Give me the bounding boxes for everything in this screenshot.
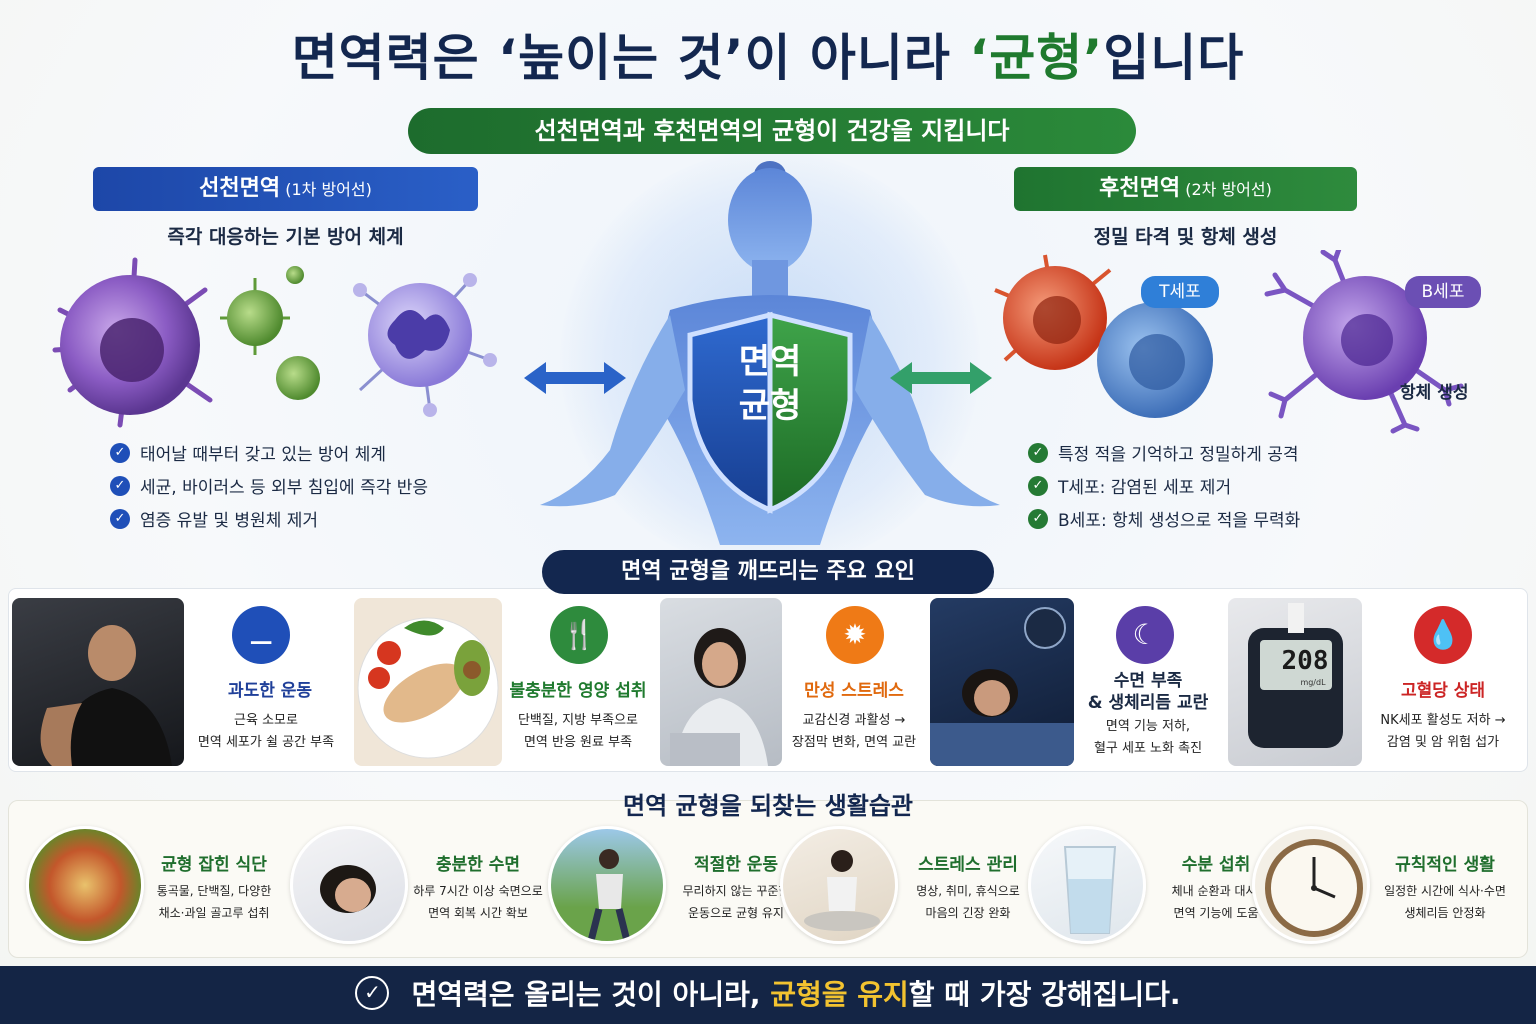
check-circle-icon: ✓ xyxy=(355,976,390,1010)
innate-bullet-list: ✓태어날 때부터 갖고 있는 방어 체계 ✓세균, 바이러스 등 외부 침입에 … xyxy=(110,436,530,535)
dumbbell-icon: ⚊ xyxy=(232,606,290,664)
sleepless-woman-icon xyxy=(930,607,1074,766)
glucose-unit: mg/dL xyxy=(1300,678,1326,687)
alarm-clock-icon xyxy=(1252,826,1370,944)
factor-photo xyxy=(12,598,184,766)
list-item: ✓세균, 바이러스 등 외부 침입에 즉각 반응 xyxy=(110,469,530,502)
innate-label-sub: (1차 방어선) xyxy=(280,180,372,199)
innate-label-text: 선천면역 xyxy=(199,176,281,201)
title-text: 면역력은 ‘높이는 것’이 아니라 xyxy=(291,29,970,87)
adaptive-label-text: 후천면역 xyxy=(1099,176,1181,201)
list-item: ✓B세포: 항체 생성으로 적을 무력화 xyxy=(1028,502,1448,535)
glucose-meter-icon xyxy=(1248,603,1343,748)
adaptive-description: 정밀 타격 및 항체 생성 xyxy=(1093,226,1278,248)
salad-bowl-icon xyxy=(26,826,144,944)
factor-photo xyxy=(354,598,502,766)
tired-man-icon xyxy=(40,625,172,766)
title-highlight: ‘균형’ xyxy=(969,29,1104,87)
double-arrow-icon xyxy=(890,362,992,394)
check-icon: ✓ xyxy=(110,442,130,463)
adaptive-bullet-list: ✓특정 적을 기억하고 정밀하게 공격 ✓T세포: 감염된 세포 제거 ✓B세포… xyxy=(1028,436,1448,535)
head-stress-icon: ✹ xyxy=(826,606,884,664)
virus-icon xyxy=(220,266,320,400)
b-cell-label: B세포 xyxy=(1405,276,1481,308)
factor-card-exercise: ⚊ 과도한 운동 근육 소모로 면역 세포가 쉴 공간 부족 xyxy=(12,598,348,766)
factor-photo xyxy=(930,598,1074,766)
fork-knife-icon: 🍴 xyxy=(550,606,608,664)
water-glass-icon xyxy=(1028,826,1146,944)
shield-label-line1: 면역 xyxy=(738,342,802,382)
adaptive-label-sub: (2차 방어선) xyxy=(1180,180,1272,199)
meditating-woman-icon xyxy=(780,826,898,944)
antibody-label: 항체 생성 xyxy=(1400,383,1469,403)
title-text-end: 입니다 xyxy=(1103,29,1245,87)
subtitle-banner: 선천면역과 후천면역의 균형이 건강을 지킵니다 xyxy=(408,108,1136,154)
blood-drop-icon: 💧 xyxy=(1414,606,1472,664)
food-plate-icon xyxy=(357,617,499,759)
human-figure-illustration xyxy=(540,161,1000,545)
check-icon: ✓ xyxy=(1028,475,1048,496)
check-icon: ✓ xyxy=(110,508,130,529)
shield-icon xyxy=(687,311,853,514)
factor-card-nutrition: 🍴 불충분한 영양 섭취 단백질, 지방 부족으로 면역 반응 원료 부족 xyxy=(354,598,654,766)
glucose-reading: 208 xyxy=(1281,646,1329,676)
shield-label: 면역 균형 xyxy=(690,340,850,428)
sleeping-woman-icon xyxy=(290,826,408,944)
list-item: ✓특정 적을 기억하고 정밀하게 공격 xyxy=(1028,436,1448,469)
habits-title: 면역 균형을 되찾는 생활습관 xyxy=(622,792,914,820)
innate-cells-illustration xyxy=(52,257,497,428)
t-cell-label: T세포 xyxy=(1141,276,1219,308)
adaptive-immunity-label: 후천면역 (2차 방어선) xyxy=(1014,167,1357,211)
list-item: ✓염증 유발 및 병원체 제거 xyxy=(110,502,530,535)
factor-photo xyxy=(660,598,782,766)
macrophage-icon xyxy=(52,257,213,428)
walking-woman-icon xyxy=(548,826,666,944)
b-cell-icon xyxy=(1264,250,1464,434)
list-item: ✓T세포: 감염된 세포 제거 xyxy=(1028,469,1448,502)
innate-description: 즉각 대응하는 기본 방어 체계 xyxy=(167,226,404,248)
adaptive-cells-illustration xyxy=(994,250,1464,434)
factor-card-stress: ✹ 만성 스트레스 교감신경 과활성 → 장점막 변화, 면역 교란 xyxy=(660,598,926,766)
list-item: ✓태어날 때부터 갖고 있는 방어 체계 xyxy=(110,436,530,469)
factors-header: 면역 균형을 깨뜨리는 주요 요인 xyxy=(542,550,994,594)
innate-immunity-label: 선천면역 (1차 방어선) xyxy=(93,167,478,211)
page-title: 면역력은 ‘높이는 것’이 아니라 ‘균형’입니다 xyxy=(0,18,1536,90)
stressed-woman-icon xyxy=(670,628,768,766)
check-icon: ✓ xyxy=(1028,442,1048,463)
factor-card-glucose: 208 mg/dL 💧 고혈당 상태 NK세포 활성도 저하 → 감염 및 암 … xyxy=(1228,598,1524,766)
habit-card-water: 수분 섭취 체내 순환과 대사,면역 기능에 도움 xyxy=(1028,822,1286,952)
t-cell-icon xyxy=(1097,302,1213,418)
factor-photo xyxy=(1228,598,1362,766)
shield-label-line2: 균형 xyxy=(738,386,802,426)
double-arrow-icon xyxy=(524,362,626,394)
check-icon: ✓ xyxy=(110,475,130,496)
neutrophil-icon xyxy=(353,273,497,417)
footer-highlight: 균형을 유지 xyxy=(770,978,909,1011)
footer-banner: ✓면역력은 올리는 것이 아니라, 균형을 유지할 때 가장 강해집니다. xyxy=(0,966,1536,1024)
infected-cell-icon xyxy=(994,254,1112,370)
factor-card-sleep: ☾ 수면 부족 & 생체리듬 교란 면역 기능 저하, 혈구 세포 노화 촉진 xyxy=(930,598,1222,766)
check-icon: ✓ xyxy=(1028,508,1048,529)
moon-icon: ☾ xyxy=(1116,606,1174,664)
